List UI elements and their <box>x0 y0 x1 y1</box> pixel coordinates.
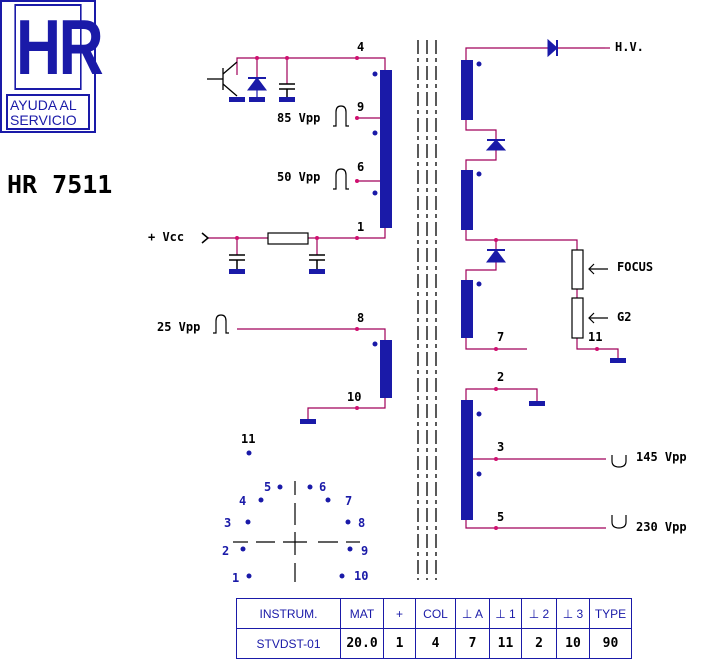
logo-subtitle: AYUDA AL SERVICIO <box>6 94 90 130</box>
transformer-core <box>417 40 437 580</box>
pinout-2-label: 2 <box>222 544 229 558</box>
85vpp-label: 85 Vpp <box>277 111 320 125</box>
secondary-wiring <box>465 47 619 529</box>
retrace-capacitor <box>279 83 295 97</box>
pin-8-label: 8 <box>357 311 364 325</box>
145vpp-label: 145 Vpp <box>636 450 687 464</box>
pinout-diagram <box>240 450 353 579</box>
pinout-4-label: 4 <box>239 494 246 508</box>
sec-pin-11-label: 11 <box>588 330 602 344</box>
pin-10-label: 10 <box>347 390 361 404</box>
logo-line-1: AYUDA AL <box>10 97 77 113</box>
25vpp-label: 25 Vpp <box>157 320 200 334</box>
sec-pin-3-label: 3 <box>497 440 504 454</box>
pinout-crosshair <box>233 481 360 582</box>
header-mat: MAT <box>340 598 384 629</box>
pinout-1-label: 1 <box>232 571 239 585</box>
switching-transistor <box>207 61 238 97</box>
header-instrum: INSTRUM. <box>236 598 341 629</box>
value-ground-1: 11 <box>489 628 522 659</box>
primary-wiring <box>208 57 386 420</box>
pinout-7-label: 7 <box>345 494 352 508</box>
pin-1-label: 1 <box>357 220 364 234</box>
header-type: TYPE <box>589 598 632 629</box>
sec-pin-2-label: 2 <box>497 370 504 384</box>
ground-symbols <box>229 97 626 424</box>
pinout-3-label: 3 <box>224 516 231 530</box>
pinout-6-label: 6 <box>319 480 326 494</box>
pinout-11-label: 11 <box>241 432 255 446</box>
spec-table-value-row: STVDST-01 20.0 1 4 7 11 2 10 90 <box>236 628 632 659</box>
pin-9-label: 9 <box>357 100 364 114</box>
hv-label: H.V. <box>615 40 644 54</box>
header-col: COL <box>415 598 456 629</box>
pinout-10-label: 10 <box>354 569 368 583</box>
pin-4-label: 4 <box>357 40 364 54</box>
focus-label: FOCUS <box>617 260 653 274</box>
primary-windings <box>372 70 392 398</box>
value-mat: 20.0 <box>340 628 384 659</box>
hr-logo: HR AYUDA AL SERVICIO <box>0 0 104 133</box>
pinout-8-label: 8 <box>358 516 365 530</box>
value-plus: 1 <box>383 628 416 659</box>
spec-table-header-row: INSTRUM. MAT + COL ⊥ A ⊥ 1 ⊥ 2 ⊥ 3 TYPE <box>236 598 632 629</box>
header-ground-a: ⊥ A <box>455 598 490 629</box>
spec-table: INSTRUM. MAT + COL ⊥ A ⊥ 1 ⊥ 2 ⊥ 3 TYPE … <box>236 598 632 659</box>
pin-6-label: 6 <box>357 160 364 174</box>
pinout-5-label: 5 <box>264 480 271 494</box>
value-ground-3: 10 <box>556 628 590 659</box>
pinout-9-label: 9 <box>361 544 368 558</box>
value-ground-2: 2 <box>521 628 557 659</box>
logo-line-2: SERVICIO <box>10 112 77 128</box>
sec-pin-7-label: 7 <box>497 330 504 344</box>
model-title: HR 7511 <box>7 170 113 199</box>
damper-diode <box>247 77 267 97</box>
vcc-label: + Vcc <box>148 230 184 244</box>
value-instrum: STVDST-01 <box>236 628 341 659</box>
focus-g2-potentiometers <box>571 47 610 339</box>
sec-pin-5-label: 5 <box>497 510 504 524</box>
hv-diodes <box>485 38 558 263</box>
g2-label: G2 <box>617 310 631 324</box>
pulse-icons <box>213 105 627 529</box>
header-ground-1: ⊥ 1 <box>489 598 522 629</box>
value-ground-a: 7 <box>455 628 490 659</box>
header-ground-2: ⊥ 2 <box>521 598 557 629</box>
value-col: 4 <box>415 628 456 659</box>
230vpp-label: 230 Vpp <box>636 520 687 534</box>
header-ground-3: ⊥ 3 <box>556 598 590 629</box>
50vpp-label: 50 Vpp <box>277 170 320 184</box>
junction-dots <box>235 56 599 530</box>
secondary-windings <box>461 60 482 520</box>
header-plus: + <box>383 598 416 629</box>
value-type: 90 <box>589 628 632 659</box>
vcc-filter <box>201 232 325 269</box>
